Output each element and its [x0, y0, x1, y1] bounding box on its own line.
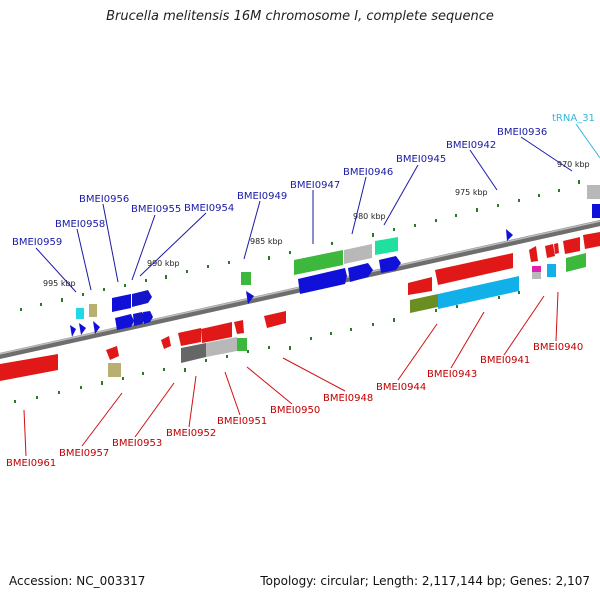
gene-arrow-reverse: [161, 336, 171, 349]
gene-label: BMEI0951: [217, 416, 267, 427]
gene-label: BMEI0936: [497, 127, 547, 138]
gene-block: [344, 244, 372, 264]
gene-arrow: [506, 229, 513, 241]
gene-arrow-forward: [298, 268, 347, 294]
gene-label: BMEI0956: [79, 194, 129, 205]
gene-label: BMEI0949: [237, 191, 287, 202]
gene-block: [532, 266, 541, 272]
kbp-label: 970 kbp: [557, 160, 590, 169]
gene-label: BMEI0941: [480, 355, 530, 366]
kbp-labels: 995 kbp 990 kbp 985 kbp 980 kbp 975 kbp …: [43, 160, 590, 288]
gene-arrow-reverse: [178, 328, 201, 346]
bottom-strand-genes: [0, 311, 286, 381]
trna-label: tRNA_31: [552, 113, 595, 124]
gene-arrow: [70, 325, 76, 337]
gene-label: BMEI0948: [323, 393, 373, 404]
kbp-label: 995 kbp: [43, 279, 76, 288]
bottom-leader-lines: [23, 291, 559, 457]
gene-label: BMEI0954: [184, 203, 234, 214]
gene-label: BMEI0952: [166, 428, 216, 439]
kbp-label: 985 kbp: [250, 237, 283, 246]
gene-arrow-forward: [379, 256, 401, 273]
gene-block-forward: [112, 290, 153, 330]
gene-block: [566, 253, 586, 272]
accession-text: Accession: NC_003317: [9, 574, 146, 588]
lower-scale-ticks: [14, 291, 520, 403]
gene-label: BMEI0944: [376, 382, 426, 393]
gene-arrow-reverse: [583, 232, 600, 249]
bottom-gene-labels: BMEI0961 BMEI0957 BMEI0953 BMEI0952 BMEI…: [6, 342, 583, 469]
gene-label: BMEI0940: [533, 342, 583, 353]
gene-arrow: [246, 291, 254, 304]
gene-block: [547, 264, 556, 277]
gene-label: BMEI0946: [343, 167, 393, 178]
gene-label: BMEI0947: [290, 180, 340, 191]
gene-arrow: [93, 321, 100, 334]
gene-block: [532, 272, 541, 279]
gene-arrow-reverse: [563, 237, 580, 254]
trna-leader-line: [575, 123, 600, 159]
gene-label: BMEI0955: [131, 204, 181, 215]
top-leader-lines: [35, 136, 573, 293]
gene-arrow-reverse: [264, 311, 286, 328]
gene-block: [587, 185, 600, 199]
gene-label: BMEI0953: [112, 438, 162, 449]
gene-label: BMEI0945: [396, 154, 446, 165]
gene-arrow-reverse: [106, 346, 119, 360]
gene-label: BMEI0961: [6, 458, 56, 469]
kbp-label: 975 kbp: [455, 188, 488, 197]
gene-block: [206, 337, 237, 357]
gene-block: [181, 343, 206, 363]
gene-block: [410, 294, 438, 313]
gene-block: [76, 308, 84, 319]
gene-arrow-reverse: [529, 246, 538, 262]
gene-block: [89, 304, 97, 317]
gene-block: [375, 237, 398, 255]
gene-arrow-reverse: [0, 354, 58, 381]
gene-label: BMEI0957: [59, 448, 109, 459]
gene-block: [438, 276, 519, 309]
top-strand-genes: [70, 185, 600, 337]
gene-label: BMEI0950: [270, 405, 320, 416]
gene-arrow-reverse: [554, 243, 559, 254]
gene-arrow-forward: [348, 263, 373, 282]
gene-block: [592, 204, 600, 218]
gene-arrow-reverse: [201, 322, 232, 343]
topology-text: Topology: circular; Length: 2,117,144 bp…: [260, 574, 590, 588]
gene-block: [294, 250, 343, 275]
kbp-label: 990 kbp: [147, 259, 180, 268]
gene-label: BMEI0943: [427, 369, 477, 380]
map-title: Brucella melitensis 16M chromosome I, co…: [106, 9, 494, 24]
gene-block: [241, 272, 251, 285]
gene-arrow: [79, 323, 86, 335]
gene-arrow-reverse: [408, 277, 432, 295]
gene-arrow-reverse: [545, 244, 555, 258]
gene-arrow-reverse: [435, 253, 513, 285]
gene-block: [237, 338, 247, 351]
gene-label: BMEI0959: [12, 237, 62, 248]
upper-scale-ticks: [20, 180, 580, 311]
gene-block: [108, 363, 121, 377]
top-gene-labels: BMEI0959 BMEI0958 BMEI0956 BMEI0955 BMEI…: [12, 113, 595, 248]
kbp-label: 980 kbp: [353, 212, 386, 221]
gene-label: BMEI0958: [55, 219, 105, 230]
gene-label: BMEI0942: [446, 140, 496, 151]
gene-arrow-reverse: [234, 320, 244, 334]
